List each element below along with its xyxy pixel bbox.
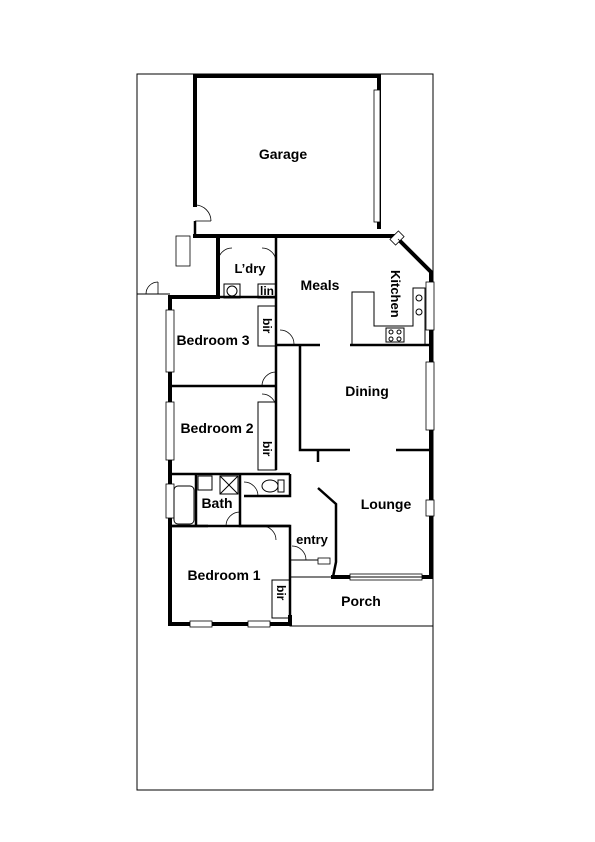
- room-label-bir2: bir: [260, 441, 274, 457]
- bir-cupboard: [257, 305, 277, 347]
- kitchen-bench: [351, 287, 426, 346]
- room-label-porch: Porch: [341, 593, 381, 609]
- window: [189, 620, 213, 628]
- window: [165, 401, 175, 461]
- window: [247, 620, 271, 628]
- room-label-linen: lin: [260, 284, 274, 298]
- room-label-dining: Dining: [345, 383, 389, 399]
- interior-walls: [298, 345, 431, 578]
- porch-slab: [289, 576, 434, 627]
- room-label-laundry: L’dry: [234, 261, 266, 276]
- bedroom2-walls: [170, 393, 290, 476]
- shower-icon: [219, 475, 239, 495]
- room-label-bedroom1: Bedroom 1: [187, 567, 260, 583]
- window: [165, 309, 175, 373]
- room-label-bedroom2: Bedroom 2: [180, 420, 253, 436]
- room-label-garage: Garage: [259, 146, 307, 162]
- window: [425, 281, 435, 331]
- toilet-icon: [261, 479, 279, 493]
- door-swing-icon: [194, 204, 212, 222]
- garage-door: [373, 89, 381, 223]
- washer-icon: [223, 283, 241, 299]
- room-label-entry: entry: [296, 532, 329, 547]
- window: [165, 483, 175, 519]
- garage-walls: [193, 74, 381, 236]
- window: [425, 499, 435, 517]
- entry-walls: [290, 545, 331, 565]
- bir-cupboard: [257, 401, 277, 471]
- room-label-kitchen: Kitchen: [388, 270, 403, 318]
- room-label-meals: Meals: [301, 277, 340, 293]
- linen-cupboard: [257, 283, 277, 299]
- basin-icon: [197, 475, 213, 491]
- room-label-bedroom3: Bedroom 3: [176, 332, 249, 348]
- room-label-bath: Bath: [201, 495, 232, 511]
- room-label-lounge: Lounge: [361, 496, 412, 512]
- bathtub-icon: [173, 485, 195, 525]
- window: [175, 235, 191, 267]
- room-label-bir1: bir: [274, 585, 288, 601]
- room-label-bir3: bir: [260, 318, 274, 334]
- window: [425, 361, 435, 431]
